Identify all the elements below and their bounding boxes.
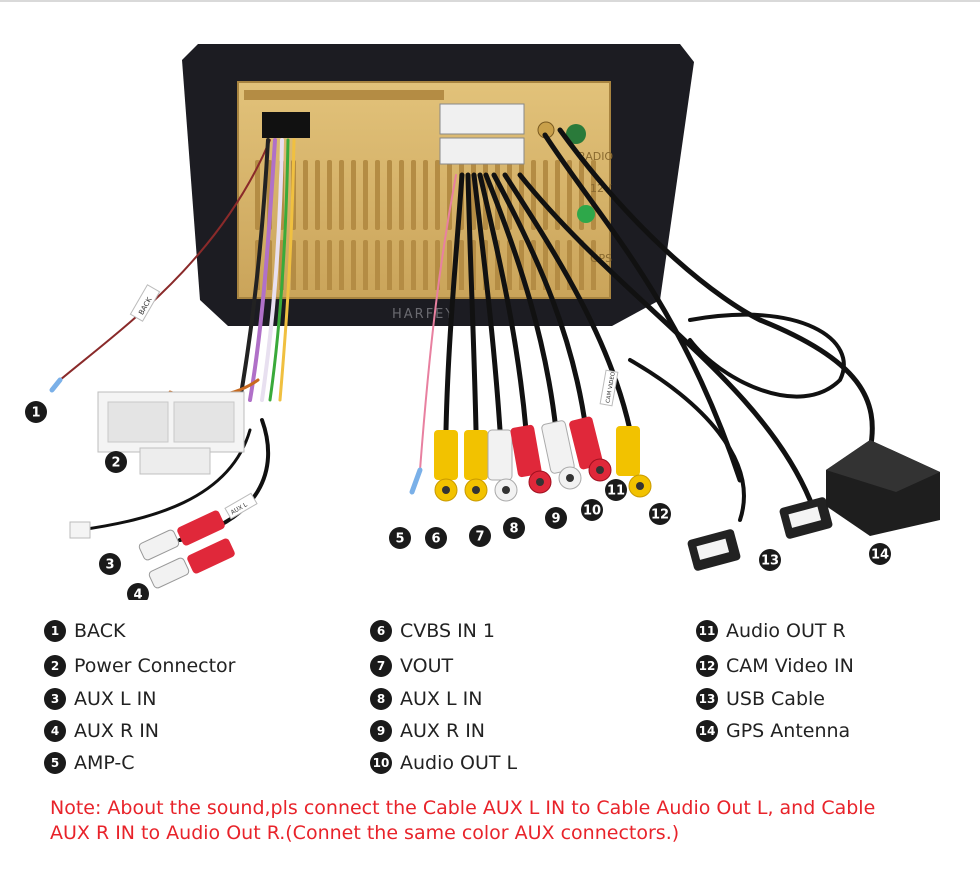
rca-vout-yellow [464,430,488,502]
legend-label: AUX R IN [400,720,486,742]
note-line-2: AUX R IN to Audio Out R.(Connet the same… [50,822,680,844]
legend-badge: 1 [44,620,66,642]
callout-marker-number: 4 [133,588,142,601]
callout-marker-1: 1 [25,401,47,423]
brand-watermark: HARFEY [392,307,455,322]
legend-item-amp-c: 5 AMP-C [44,752,135,774]
legend-badge: 9 [370,720,392,742]
callout-marker-3: 3 [99,553,121,575]
legend-badge: 12 [696,655,718,677]
callout-marker-2: 2 [105,451,127,473]
wiring-diagram: RADIO 12V GPS HARFEY BACK [25,44,940,600]
rca-audio-out-l-white [541,420,582,490]
callout-marker-13: 13 [759,549,781,571]
callout-marker-14: 14 [869,543,891,565]
legend-label: GPS Antenna [726,720,851,742]
top-divider [0,0,980,2]
callout-marker-number: 8 [509,522,518,537]
legend-label: AUX R IN [74,720,160,742]
callout-marker-5: 5 [389,527,411,549]
legend-label: Audio OUT R [726,620,846,642]
legend-badge: 10 [370,752,392,774]
legend-label: CAM Video IN [726,655,854,677]
legend-item-audio-out-r: 11 Audio OUT R [696,620,846,642]
callout-marker-number: 9 [551,512,560,527]
rca-aux-r-red [510,424,552,494]
legend-badge: 4 [44,720,66,742]
legend-item-back: 1 BACK [44,620,125,642]
legend-label: Power Connector [74,655,236,677]
aux-left-rca-plugs: AUX L [69,492,258,589]
callout-marker-4: 4 [127,583,149,600]
callout-marker-9: 9 [545,507,567,529]
legend-item-aux-r-in-2: 9 AUX R IN [370,720,485,742]
callout-marker-11: 11 [605,479,627,501]
rca-audio-out-r-red [569,416,612,482]
legend-badge: 14 [696,720,718,742]
legend-item-cam-video-in: 12 CAM Video IN [696,655,854,677]
legend-label: Audio OUT L [400,752,518,774]
legend-item-gps-antenna: 14 GPS Antenna [696,720,850,742]
legend-item-vout: 7 VOUT [370,655,453,677]
legend-item-aux-r-in: 4 AUX R IN [44,720,159,742]
back-wire-tip [49,377,63,393]
legend-label: USB Cable [726,688,825,710]
callout-marker-12: 12 [649,503,671,525]
callout-marker-number: 3 [105,558,114,573]
legend-label: AUX L IN [74,688,157,710]
legend-item-aux-l-in: 3 AUX L IN [44,688,156,710]
radio-label: RADIO [578,150,613,163]
rca-cvbs-in-yellow [434,430,458,502]
legend-item-power-connector: 2 Power Connector [44,655,235,677]
rca-cam-video-in-yellow [616,426,652,498]
legend-item-aux-l-in-2: 8 AUX L IN [370,688,482,710]
callout-marker-10: 10 [581,499,603,521]
callout-marker-number: 1 [31,406,40,421]
legend-badge: 5 [44,752,66,774]
legend-label: AMP-C [74,752,135,774]
back-cable-tag: BACK [129,284,161,322]
rca-sockets: CAM VIDEO [434,369,652,502]
power-connector [97,391,245,475]
callout-marker-number: 13 [761,554,779,569]
callout-marker-number: 6 [431,532,440,547]
callout-marker-number: 14 [871,548,889,563]
legend-badge: 6 [370,620,392,642]
usb-cable-plugs [687,497,833,571]
legend-badge: 13 [696,688,718,710]
callout-marker-number: 2 [111,456,120,471]
legend-badge: 3 [44,688,66,710]
legend-badge: 8 [370,688,392,710]
legend-item-usb-cable: 13 USB Cable [696,688,825,710]
callout-marker-6: 6 [425,527,447,549]
amp-c-wire-tip [409,467,423,495]
callout-marker-number: 12 [651,508,669,523]
legend-badge: 2 [44,655,66,677]
legend-badge: 11 [696,620,718,642]
callout-marker-number: 11 [607,484,625,499]
legend-item-audio-out-l: 10 Audio OUT L [370,752,517,774]
legend-label: AUX L IN [400,688,483,710]
head-unit: RADIO 12V GPS HARFEY [182,44,694,326]
cam-video-cable-tag: CAM VIDEO [599,369,619,407]
wire-harness [59,127,875,542]
legend-item-cvbs-in-1: 6 CVBS IN 1 [370,620,495,642]
callout-marker-number: 7 [475,530,484,545]
legend-label: BACK [74,620,126,642]
connection-note: Note: About the sound,pls connect the Ca… [50,796,955,846]
callout-marker-number: 5 [395,532,404,547]
note-line-1: Note: About the sound,pls connect the Ca… [50,797,876,819]
legend-label: VOUT [400,655,454,677]
gps-antenna-puck [826,440,940,536]
callout-marker-7: 7 [469,525,491,547]
callout-marker-8: 8 [503,517,525,539]
callout-marker-number: 10 [583,504,601,519]
cam-video-tag-text: CAM VIDEO [605,371,616,404]
rca-aux-l-white [487,429,518,502]
legend-label: CVBS IN 1 [400,620,496,642]
legend-badge: 7 [370,655,392,677]
